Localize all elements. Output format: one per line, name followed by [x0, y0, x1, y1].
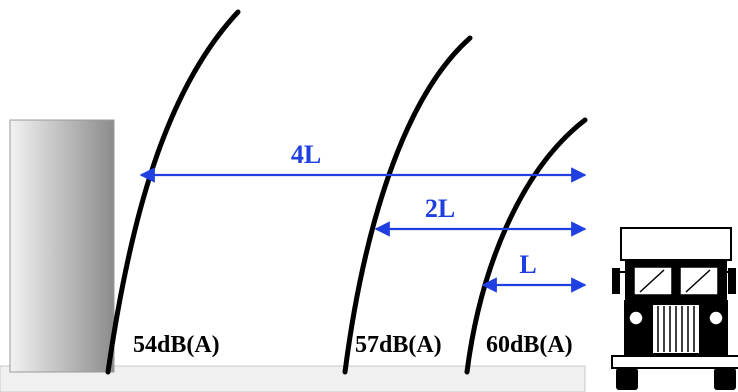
label-4l: 4L [291, 140, 321, 169]
level-label-54: 54dB(A) [133, 332, 220, 358]
label-l: L [519, 250, 536, 279]
label-2l: 2L [425, 194, 455, 223]
building-icon [9, 119, 115, 373]
level-label-57: 57dB(A) [355, 332, 442, 358]
level-label-60: 60dB(A) [486, 332, 573, 358]
wavefront-far [105, 9, 241, 375]
truck-icon [611, 227, 738, 390]
